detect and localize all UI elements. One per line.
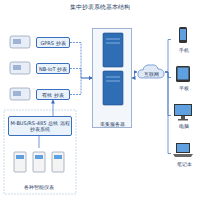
node-box: 手机	[171, 26, 197, 53]
node-box: 有线 抄表	[36, 89, 70, 100]
connector	[70, 78, 92, 95]
node-box: 互联网	[137, 63, 165, 81]
node-box: 笔记本	[171, 140, 197, 167]
node-box: GPRS 抄表	[36, 37, 70, 48]
node-label: 各种智能仪表	[24, 184, 54, 190]
node-label: 笔记本	[177, 161, 192, 167]
connector	[165, 40, 171, 73]
connector	[165, 72, 171, 154]
node-label: 手机	[179, 47, 189, 53]
node-label: 有线 抄表	[42, 92, 64, 98]
node-box: 电脑	[171, 102, 197, 129]
node-label: M-BUS/RS-485 总线 远程抄表系统	[9, 120, 71, 132]
connector	[39, 136, 40, 148]
node-label: 电脑	[179, 123, 189, 129]
node-label: GPRS 抄表	[40, 40, 65, 46]
node-label: 互联网	[144, 71, 159, 77]
node-label: 平板	[179, 85, 189, 91]
connector	[70, 69, 92, 79]
connector	[70, 43, 92, 79]
node-box: NB-IoT 抄表	[36, 63, 70, 74]
node-box: 采集服务器	[92, 28, 132, 128]
node-box: M-BUS/RS-485 总线 远程抄表系统	[8, 116, 72, 136]
diagram-title: 集中抄表系统基本结构	[0, 3, 200, 12]
connector	[53, 100, 54, 116]
connector	[132, 72, 137, 78]
node-box: 各种智能仪表	[8, 148, 70, 190]
node-box: 平板	[171, 64, 197, 91]
node-label: NB-IoT 抄表	[39, 66, 67, 72]
node-label: 采集服务器	[100, 121, 125, 127]
